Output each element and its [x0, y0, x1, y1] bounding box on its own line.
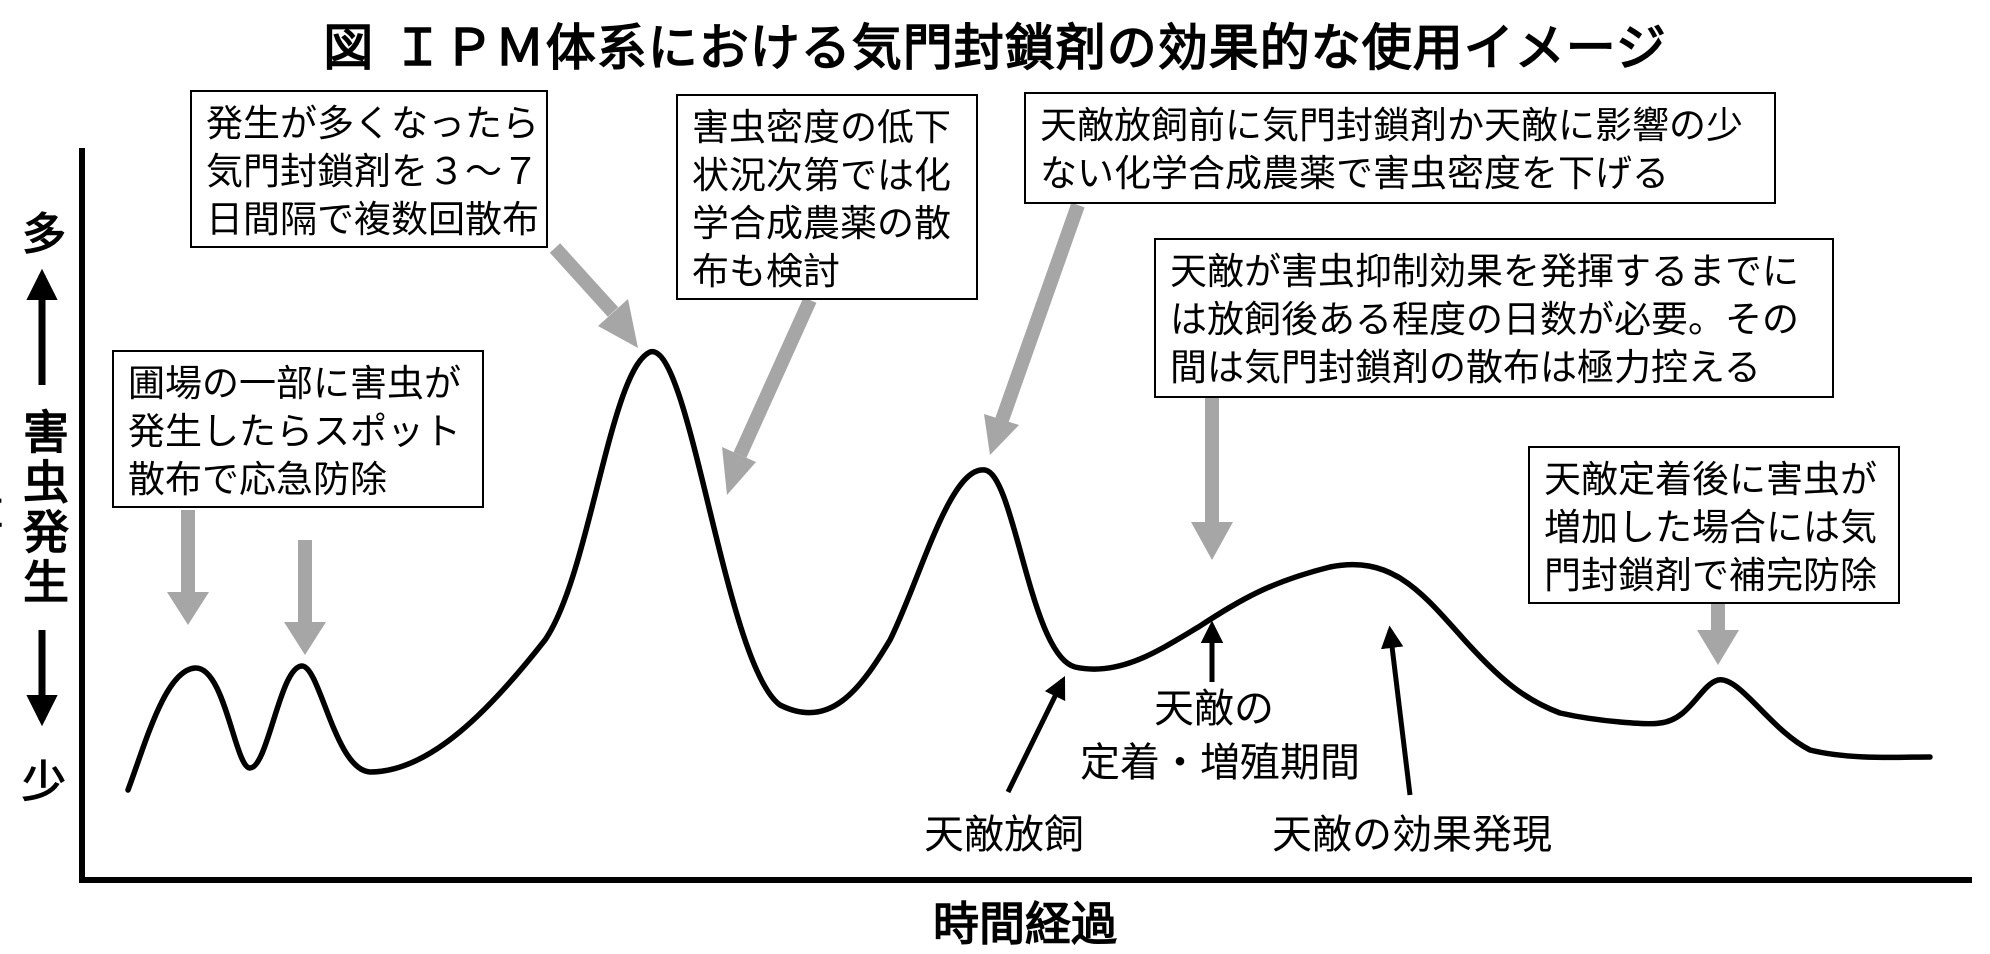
pest-density-curve: [125, 349, 1933, 793]
y-axis-bottom-label: 少: [22, 757, 66, 808]
callout-line: 気門封鎖剤を３～７: [206, 150, 539, 193]
callout-line: 天敵放飼前に気門封鎖剤か天敵に影響の少: [1040, 104, 1743, 147]
callout-line: 間は気門封鎖剤の散布は極力控える: [1170, 346, 1761, 389]
gray-arrow-spot-2-head: [284, 622, 326, 655]
callout-line: 害虫密度の低下: [692, 106, 951, 149]
callout-line: 発生が多くなったら: [206, 102, 539, 145]
label-release: 天敵放飼: [924, 812, 1084, 858]
callout-line: 散布で応急防除: [128, 458, 387, 501]
gray-arrow-chemical: [733, 297, 817, 458]
callout-supplement: 天敵定着後に害虫が 増加した場合には気 門封鎖剤で補完防除: [1528, 446, 1900, 604]
y-axis-label: 害虫発生量: [0, 408, 70, 608]
gray-arrow-interval-head: [598, 299, 638, 348]
label-line: 天敵の: [1154, 686, 1274, 732]
callout-spot-spray: 圃場の一部に害虫が 発生したらスポット 散布で応急防除: [112, 350, 484, 508]
callout-line: 門封鎖剤で補完防除: [1544, 554, 1877, 597]
black-arrow-release: [1005, 675, 1066, 794]
callout-line: 圃場の一部に害虫が: [128, 362, 461, 405]
callout-line: 日間隔で複数回散布: [206, 198, 539, 241]
gray-arrow-pre-release: [995, 202, 1085, 423]
callout-line: 学合成農薬の散: [692, 202, 951, 245]
callout-line: 天敵が害虫抑制効果を発揮するまでに: [1170, 250, 1799, 293]
gray-arrows: [167, 202, 1739, 665]
y-axis-top-label: 多: [22, 209, 66, 260]
callout-line: 増加した場合には気: [1544, 506, 1877, 549]
callout-pre-release: 天敵放飼前に気門封鎖剤か天敵に影響の少 ない化学合成農薬で害虫密度を下げる: [1024, 92, 1776, 204]
callout-line: 布も検討: [692, 250, 840, 293]
label-establish-period: 天敵の 定着・増殖期間: [1080, 682, 1360, 790]
gray-arrow-pre-release-head: [984, 414, 1019, 455]
callout-line: ない化学合成農薬で害虫密度を下げる: [1040, 152, 1669, 195]
label-line: 定着・増殖期間: [1080, 740, 1360, 786]
callout-line: 発生したらスポット: [128, 410, 461, 453]
gray-arrow-interval: [549, 243, 619, 317]
gray-arrow-wait-head: [1191, 522, 1233, 560]
callout-line: 天敵定着後に害虫が: [1544, 458, 1877, 501]
gray-arrow-chemical-head: [722, 447, 756, 495]
page-title: 図 ＩＰＭ体系における気門封鎖剤の効果的な使用イメージ: [323, 19, 1667, 77]
gray-arrow-supplement-head: [1697, 630, 1739, 665]
x-axis-label: 時間経過: [933, 897, 1117, 951]
callout-line: は放飼後ある程度の日数が必要。その: [1170, 298, 1799, 341]
label-effect: 天敵の効果発現: [1272, 812, 1552, 858]
gray-arrow-spot-1-head: [167, 592, 209, 625]
callout-interval-spray: 発生が多くなったら 気門封鎖剤を３～７ 日間隔で複数回散布: [190, 90, 548, 248]
callout-line: 状況次第では化: [692, 154, 951, 197]
callout-chemical: 害虫密度の低下 状況次第では化 学合成農薬の散 布も検討: [676, 94, 978, 300]
black-arrow-effect: [1380, 625, 1413, 796]
callout-wait-period: 天敵が害虫抑制効果を発揮するまでに は放飼後ある程度の日数が必要。その 間は気門…: [1154, 238, 1834, 398]
